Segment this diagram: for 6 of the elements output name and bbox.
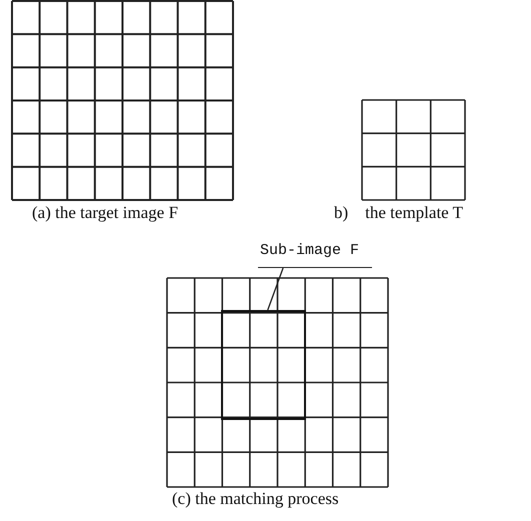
figure-caption: b) the template T (334, 203, 464, 223)
figure-caption: (c) the matching process (172, 489, 339, 509)
sub-image-outline (221, 310, 306, 420)
callout-label: Sub-image F (258, 242, 372, 268)
leader-line (267, 268, 284, 310)
figure-caption: (a) the target image F (32, 203, 178, 223)
